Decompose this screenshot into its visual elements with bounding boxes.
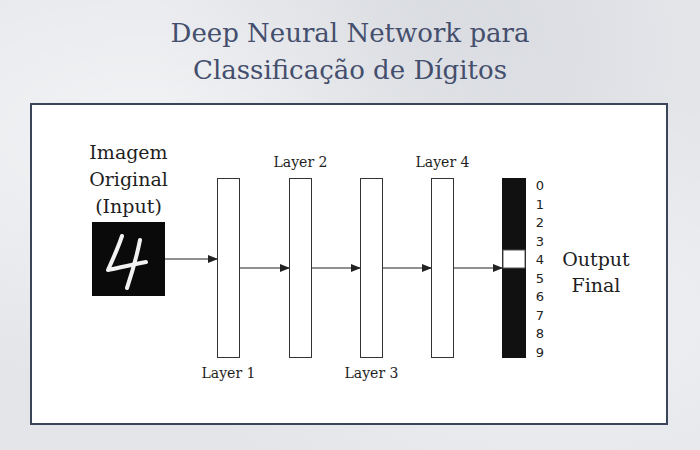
layer-box: Layer 2 <box>289 178 312 358</box>
class-digit: 6 <box>532 289 548 305</box>
layer-label: Layer 1 <box>202 365 256 382</box>
class-digit: 5 <box>532 271 548 287</box>
class-digit: 9 <box>532 345 548 361</box>
arrow <box>383 267 431 268</box>
input-image-node: Imagem Original (Input) <box>92 222 165 296</box>
layer-box: Layer 3 <box>360 178 383 358</box>
layer-label: Layer 2 <box>274 154 328 171</box>
layer-box: Layer 4 <box>431 178 454 358</box>
class-digit: 4 <box>532 252 548 268</box>
arrow <box>454 267 502 268</box>
output-bar <box>502 178 526 358</box>
class-digit: 1 <box>532 197 548 213</box>
panel <box>31 104 667 424</box>
title: Deep Neural Network para Classificação d… <box>120 15 580 89</box>
class-digit: 0 <box>532 178 548 194</box>
node-heading: Output Final <box>551 246 641 298</box>
arrow <box>240 267 289 268</box>
layer-label: Layer 4 <box>416 154 470 171</box>
class-digit: 3 <box>532 234 548 250</box>
layer-box: Layer 1 <box>217 178 240 358</box>
layer-label: Layer 3 <box>345 365 399 382</box>
active-output <box>503 250 525 268</box>
class-digit: 8 <box>532 326 548 342</box>
arrow <box>312 267 360 268</box>
handwritten-digit <box>108 236 146 288</box>
output-node: Output Final <box>502 178 526 358</box>
node-heading: Imagem Original (Input) <box>74 139 184 220</box>
class-digit: 7 <box>532 308 548 324</box>
class-digit: 2 <box>532 215 548 231</box>
input-image <box>92 222 165 296</box>
arrow <box>165 258 217 259</box>
